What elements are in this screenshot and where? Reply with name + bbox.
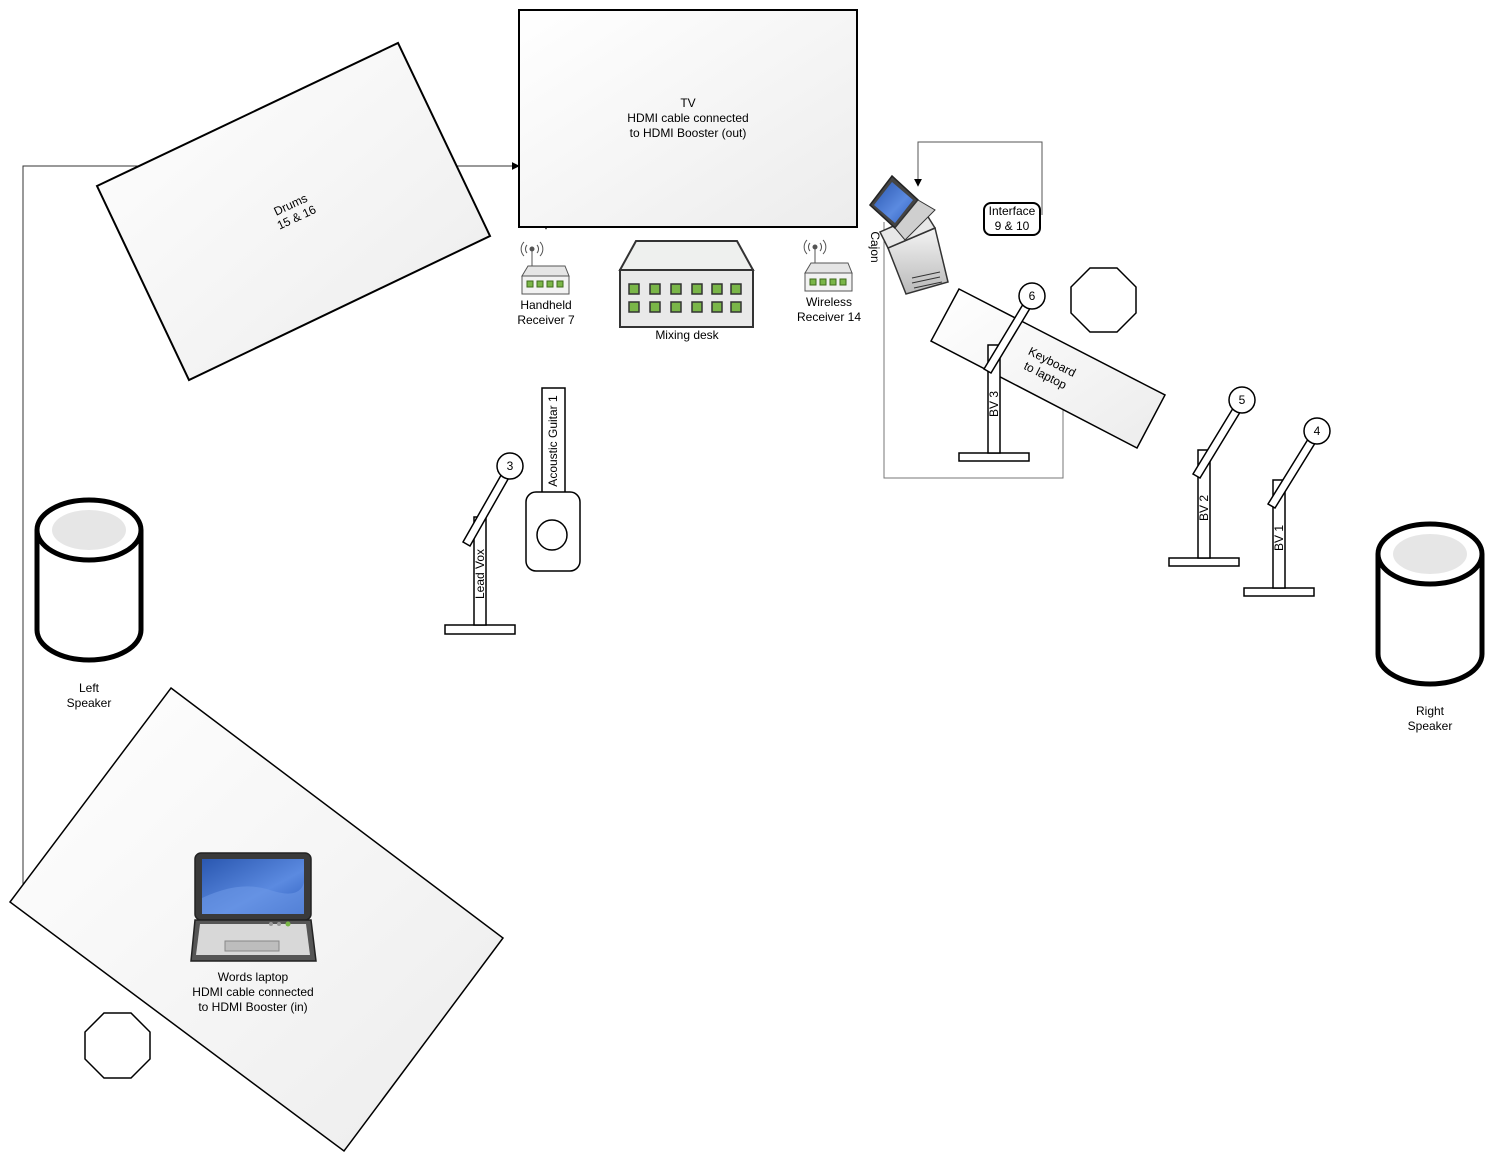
tv-panel [518,9,858,228]
handheld-receiver-label-line1: Handheld [520,298,571,312]
interface-cable [914,141,1043,215]
acoustic-guitar-label: Acoustic Guitar 1 [546,395,560,487]
left-speaker-label-line2: Speaker [67,696,112,710]
left-speaker-label-line1: Left [79,681,100,695]
mic-label-bv2: BV 2 [1197,495,1211,521]
words-laptop-label-line3: to HDMI Booster (in) [198,1000,307,1014]
mic-label-lead-vox: Lead Vox [473,549,487,599]
wireless-receiver-label-line1: Wireless [806,295,852,309]
mic-number-lead-vox: 3 [507,459,514,473]
cajon-label: Cajon [868,231,882,262]
interface-label-line1: Interface [989,204,1036,218]
mic-label-bv1: BV 1 [1272,525,1286,551]
right-speaker-label-line1: Right [1416,704,1445,718]
octagon-marker [1070,267,1137,333]
right-speaker: Right Speaker [1375,521,1485,733]
right-speaker-label-line2: Speaker [1408,719,1453,733]
mixing-desk-label: Mixing desk [655,328,719,342]
mixer-channel-leds [628,283,742,313]
tv-label-line1: TV [680,96,695,110]
words-laptop-label-line2: HDMI cable connected [192,985,313,999]
mic-stand-bv1: 4 BV 1 [1243,417,1331,597]
tv-label-line3: to HDMI Booster (out) [630,126,747,140]
keyboard-area-outline [883,222,1064,479]
words-laptop-label-line1: Words laptop [218,970,289,984]
mic-stand-bv3: 6 BV 3 [958,282,1046,462]
mic-label-bv3: BV 3 [987,391,1001,417]
handheld-receiver: Handheld Receiver 7 [517,241,575,327]
octagon-marker [84,1012,151,1079]
interface-box: Interface 9 & 10 [983,202,1041,236]
mixing-desk: Mixing desk [618,240,755,342]
laptop-icon [190,852,317,962]
interface-label-line2: 9 & 10 [995,219,1030,233]
drums: Drums 15 & 16 [95,41,492,382]
acoustic-guitar: Acoustic Guitar 1 [525,387,581,572]
antenna-icon [803,239,827,263]
laptop-icon [868,174,936,241]
mic-stand-bv2: 5 BV 2 [1168,386,1256,567]
mic-number-bv2: 5 [1239,393,1246,407]
handheld-receiver-label-line2: Receiver 7 [517,313,575,327]
words-laptop: Words laptop HDMI cable connected to HDM… [190,852,317,1014]
tv-label-line2: HDMI cable connected [627,111,748,125]
antenna-icon [520,241,544,266]
keyboard: Keyboard to laptop [929,287,1167,450]
wireless-receiver-label-line2: Receiver 14 [797,310,861,324]
drum-riser [95,41,492,382]
left-speaker: Left Speaker [34,497,144,710]
mic-number-bv1: 4 [1314,424,1321,438]
mic-number-bv3: 6 [1029,289,1036,303]
mic-stand-lead-vox: 3 Lead Vox [444,452,524,635]
tv: TV HDMI cable connected to HDMI Booster … [518,9,858,228]
wireless-receiver: Wireless Receiver 14 [797,239,861,324]
